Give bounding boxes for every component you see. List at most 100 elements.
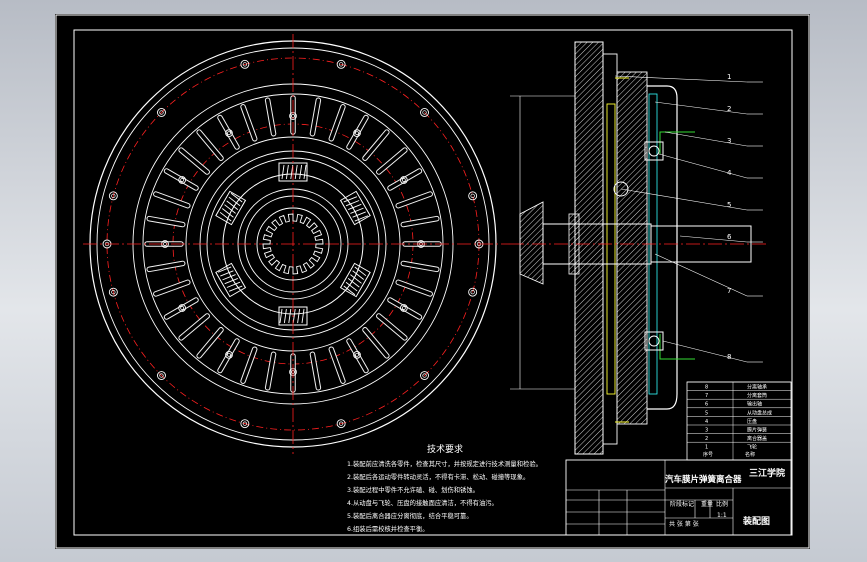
mid-hole-9 — [225, 129, 233, 137]
spring-window — [339, 190, 371, 226]
parts-name-1: 飞轮 — [747, 444, 757, 451]
scale-label: 比例 — [716, 500, 728, 508]
spring-coil — [219, 211, 232, 222]
spring-coil — [217, 266, 232, 273]
outer-hole-8 — [157, 108, 166, 117]
spring-coil — [228, 196, 241, 207]
outer-hole-7 — [108, 191, 118, 201]
damper-spring-4 — [215, 190, 247, 226]
parts-no-5: 5 — [705, 410, 708, 416]
outer-hole-6-inner — [111, 289, 116, 295]
outer-hole-12 — [468, 191, 478, 201]
drawing-type: 装配图 — [742, 515, 770, 527]
slot-inner-12 — [241, 347, 257, 383]
spring-coil — [354, 215, 369, 222]
spring-coil — [288, 308, 292, 324]
leader-7 — [654, 253, 748, 297]
note-line-1: 1.装配前应清洗各零件，检查其尺寸，并按规定进行技术测量和检验。 — [347, 459, 542, 468]
mid-hole-3-inner — [355, 352, 359, 357]
parts-header-no: 序号 — [703, 451, 713, 458]
outer-hole-4 — [240, 419, 250, 429]
spring-coil — [222, 274, 236, 281]
outer-hole-12-inner — [470, 193, 475, 199]
bearing-ball-lower — [648, 335, 660, 347]
inner-border — [73, 29, 793, 536]
spring-window — [215, 262, 247, 298]
spring-coil — [301, 308, 305, 324]
outer-hole-9-inner — [242, 62, 248, 67]
leader-8 — [662, 340, 748, 363]
notes-heading: 技术要求 — [427, 443, 463, 455]
slot-inner-24 — [197, 130, 223, 160]
mid-hole-6 — [178, 304, 186, 312]
slot-inner-11 — [265, 352, 276, 390]
spring-coil — [348, 203, 362, 211]
hub-circle — [256, 207, 330, 281]
parts-no-7: 7 — [705, 393, 708, 399]
spring-coil — [285, 164, 289, 180]
mid-hole-5 — [225, 351, 233, 359]
slot-inner-16 — [164, 298, 198, 319]
spring-coil — [350, 274, 362, 284]
pilot-bearing — [613, 181, 629, 197]
spring-coil — [226, 281, 241, 288]
outer-hole-4-inner — [242, 421, 248, 426]
spring-coil — [279, 308, 283, 324]
leader-5 — [620, 188, 748, 211]
note-line-4: 4.从动盘与飞轮、压盘的接触面应清洁，不得有油污。 — [347, 498, 498, 507]
mid-hole-2-inner — [401, 306, 406, 310]
spring-window — [339, 262, 371, 298]
sheet-label: 共 张 第 张 — [669, 520, 699, 528]
spring-window — [215, 190, 247, 226]
spring-coil — [224, 204, 236, 214]
outer-hole-3-inner — [338, 421, 344, 426]
slot-inner-3 — [396, 280, 432, 296]
clutch-cover — [616, 71, 648, 425]
spring-coil — [292, 308, 296, 324]
slot-inner-33 — [377, 148, 407, 174]
slot-inner-21 — [154, 192, 190, 208]
outer-hole-10 — [336, 59, 346, 69]
parts-name-6: 输出轴 — [747, 401, 762, 408]
slot-inner-31 — [347, 115, 368, 149]
title-block-frame — [565, 459, 792, 536]
slot-inner-27 — [265, 98, 276, 136]
outer-hole-7-inner — [111, 193, 116, 199]
spring-coil — [350, 207, 364, 214]
slot-inner-15 — [179, 314, 209, 340]
spring-coil — [303, 164, 307, 180]
spring-coil — [222, 208, 234, 218]
spring-coil — [352, 211, 366, 218]
mid-hole-6-inner — [180, 306, 185, 310]
spring-coil — [354, 266, 367, 277]
outer-hole-8-inner — [159, 110, 164, 115]
spring-coil — [224, 277, 238, 285]
outer-hole-9 — [240, 59, 250, 69]
note-line-5: 5.装配后离合器应分离彻底，结合平稳可靠。 — [347, 511, 473, 520]
slot-inner-7 — [347, 339, 368, 373]
spring-coil — [281, 164, 285, 180]
slot-inner-35 — [396, 192, 432, 208]
damper-spring-1 — [339, 262, 371, 298]
parts-list-frame — [686, 381, 792, 461]
slot-inner-32 — [363, 130, 389, 160]
spring-coil — [343, 285, 356, 296]
spring-coil — [352, 270, 364, 280]
damper-spring-6 — [339, 190, 371, 226]
outer-hole-1 — [468, 287, 478, 297]
spring-coil — [294, 164, 298, 180]
parts-name-8: 分离轴承 — [747, 384, 767, 391]
leader-6 — [679, 235, 748, 243]
spring-coil — [347, 278, 360, 288]
mid-hole-12-inner — [401, 178, 406, 182]
spring-coil — [345, 200, 360, 207]
leader-4 — [658, 153, 748, 179]
splined-hub — [256, 207, 330, 281]
parts-name-4: 压盘 — [747, 418, 757, 425]
note-line-2: 2.装配后各运动零件转动灵活，不得有卡滞、松动、碰撞等现象。 — [347, 472, 529, 481]
